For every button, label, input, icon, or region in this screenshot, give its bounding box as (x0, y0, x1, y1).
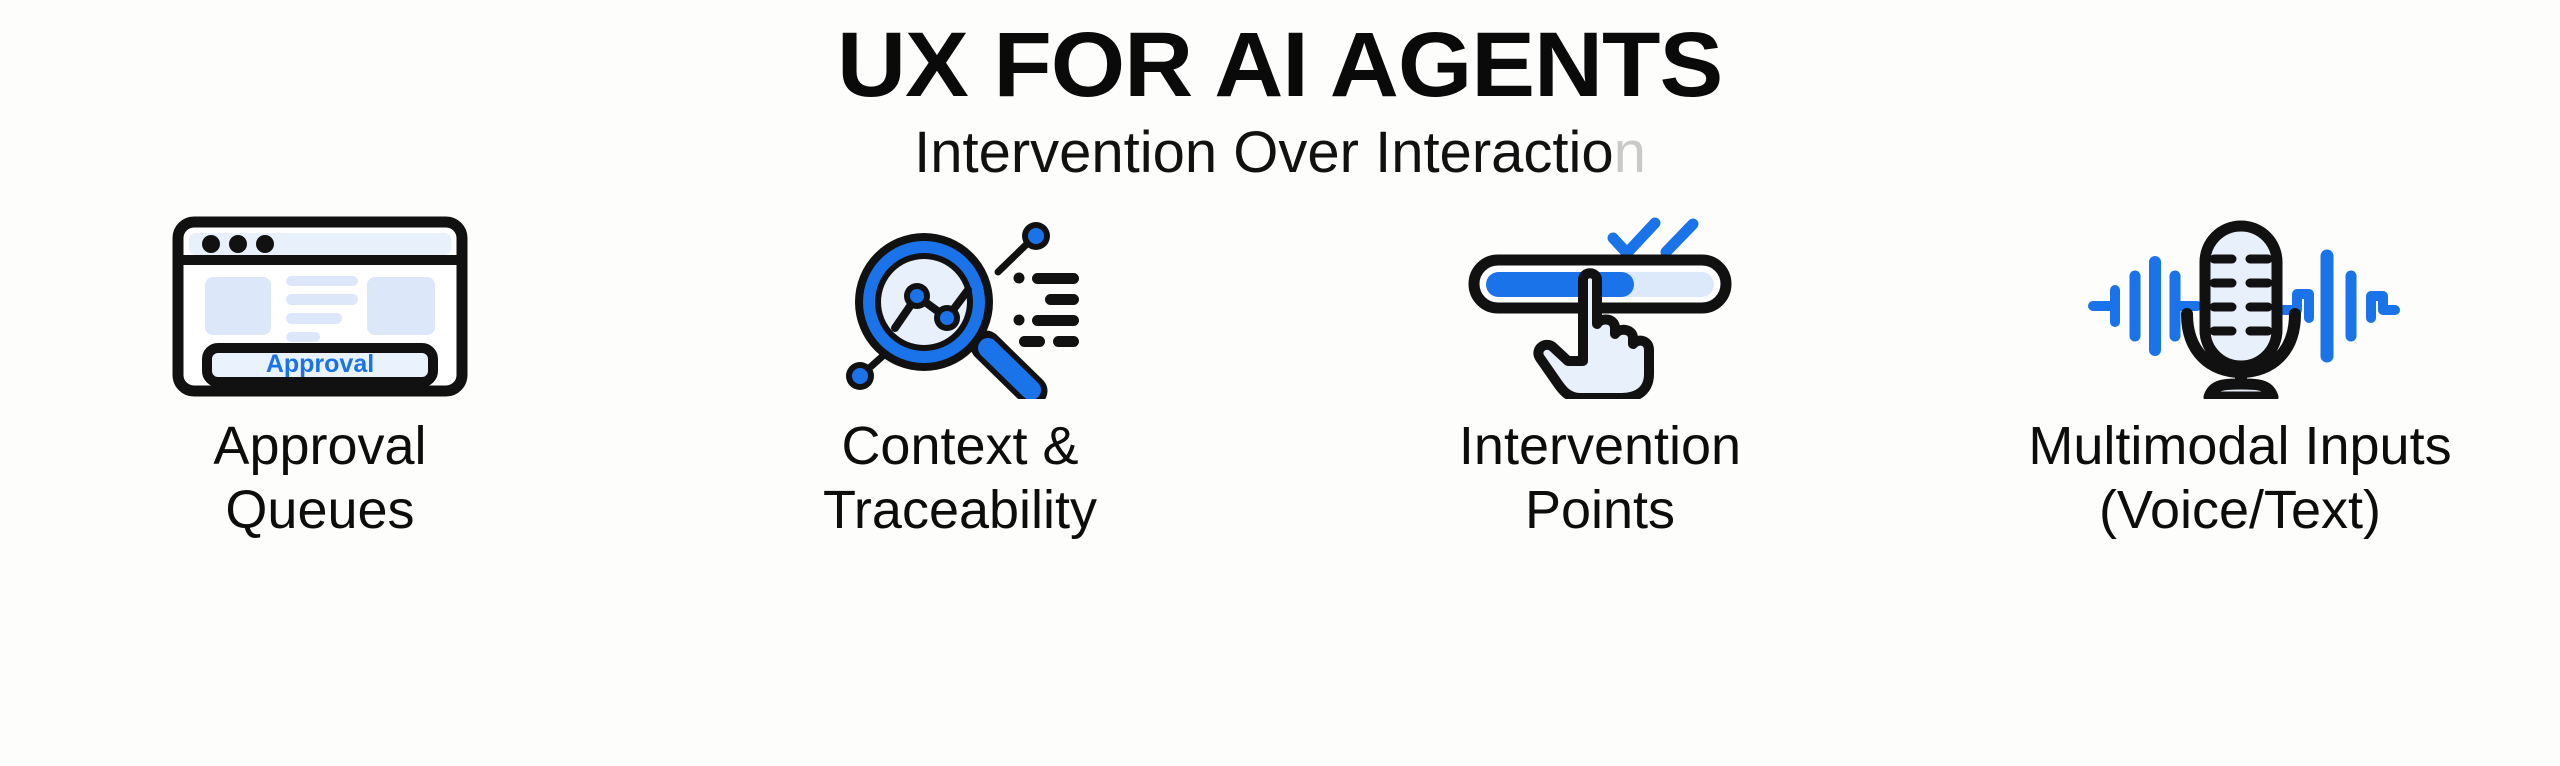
subtitle-faded-tail: n (1613, 120, 1646, 186)
tap-toggle-hand-svg (1468, 217, 1732, 399)
traceability-list-marks (1013, 272, 1079, 347)
placeholder-line-2 (286, 293, 358, 305)
subtitle-main-text: Intervention Over Interactio (914, 120, 1614, 186)
feature-caption: Multimodal Inputs (Voice/Text) (2028, 416, 2452, 540)
feature-caption: Approval Queues (213, 416, 427, 540)
placeholder-block-left (205, 276, 271, 335)
feature-caption: Context & Traceability (822, 416, 1098, 540)
microphone-waveform-svg (2088, 220, 2400, 399)
microphone-grill-lines (2209, 254, 2273, 336)
placeholder-line-1 (286, 275, 358, 286)
microphone-body-icon (2181, 220, 2301, 399)
titlebar-strip (189, 232, 451, 255)
microphone-base (2203, 378, 2279, 399)
waveform-left-icon (2088, 255, 2202, 356)
magnifier-chart-icon (810, 211, 1110, 401)
browser-approval-window-icon: Approval (170, 211, 470, 401)
window-dot-1-icon (202, 234, 220, 253)
feature-card-context-traceability: Context & Traceability (660, 211, 1260, 542)
approval-check-accent-icon (1607, 217, 1699, 259)
placeholder-line-3 (286, 312, 342, 324)
window-dot-3-icon (256, 234, 274, 253)
placeholder-block-right (367, 276, 435, 335)
magnifier-chart-svg (846, 221, 1079, 399)
toggle-progress-fill (1486, 271, 1634, 297)
approval-button-label: Approval (266, 350, 374, 378)
feature-card-intervention-points: Intervention Points (1300, 211, 1900, 542)
waveform-right-icon (2278, 249, 2400, 363)
page-subtitle: Intervention Over Interaction (914, 121, 1646, 185)
window-dot-2-icon (229, 234, 247, 253)
microphone-waveform-icon (2075, 211, 2405, 401)
feature-card-approval-queues: Approval Approval Queues (20, 211, 620, 542)
lens-line-chart (891, 282, 972, 332)
pointing-hand-cursor-icon (1533, 267, 1654, 399)
magnifier-handle (970, 330, 1048, 399)
magnifier-nodes (846, 221, 1050, 390)
approval-button[interactable] (202, 342, 438, 387)
feature-card-multimodal-inputs: Multimodal Inputs (Voice/Text) (1940, 211, 2540, 542)
tap-toggle-hand-icon (1450, 211, 1750, 401)
feature-cards-row: Approval Approval Queues (0, 211, 2560, 542)
placeholder-line-4 (286, 331, 320, 342)
browser-approval-window-svg: Approval (172, 216, 468, 397)
feature-caption: Intervention Points (1458, 416, 1742, 540)
page-title: UX FOR AI AGENTS (837, 14, 1723, 116)
